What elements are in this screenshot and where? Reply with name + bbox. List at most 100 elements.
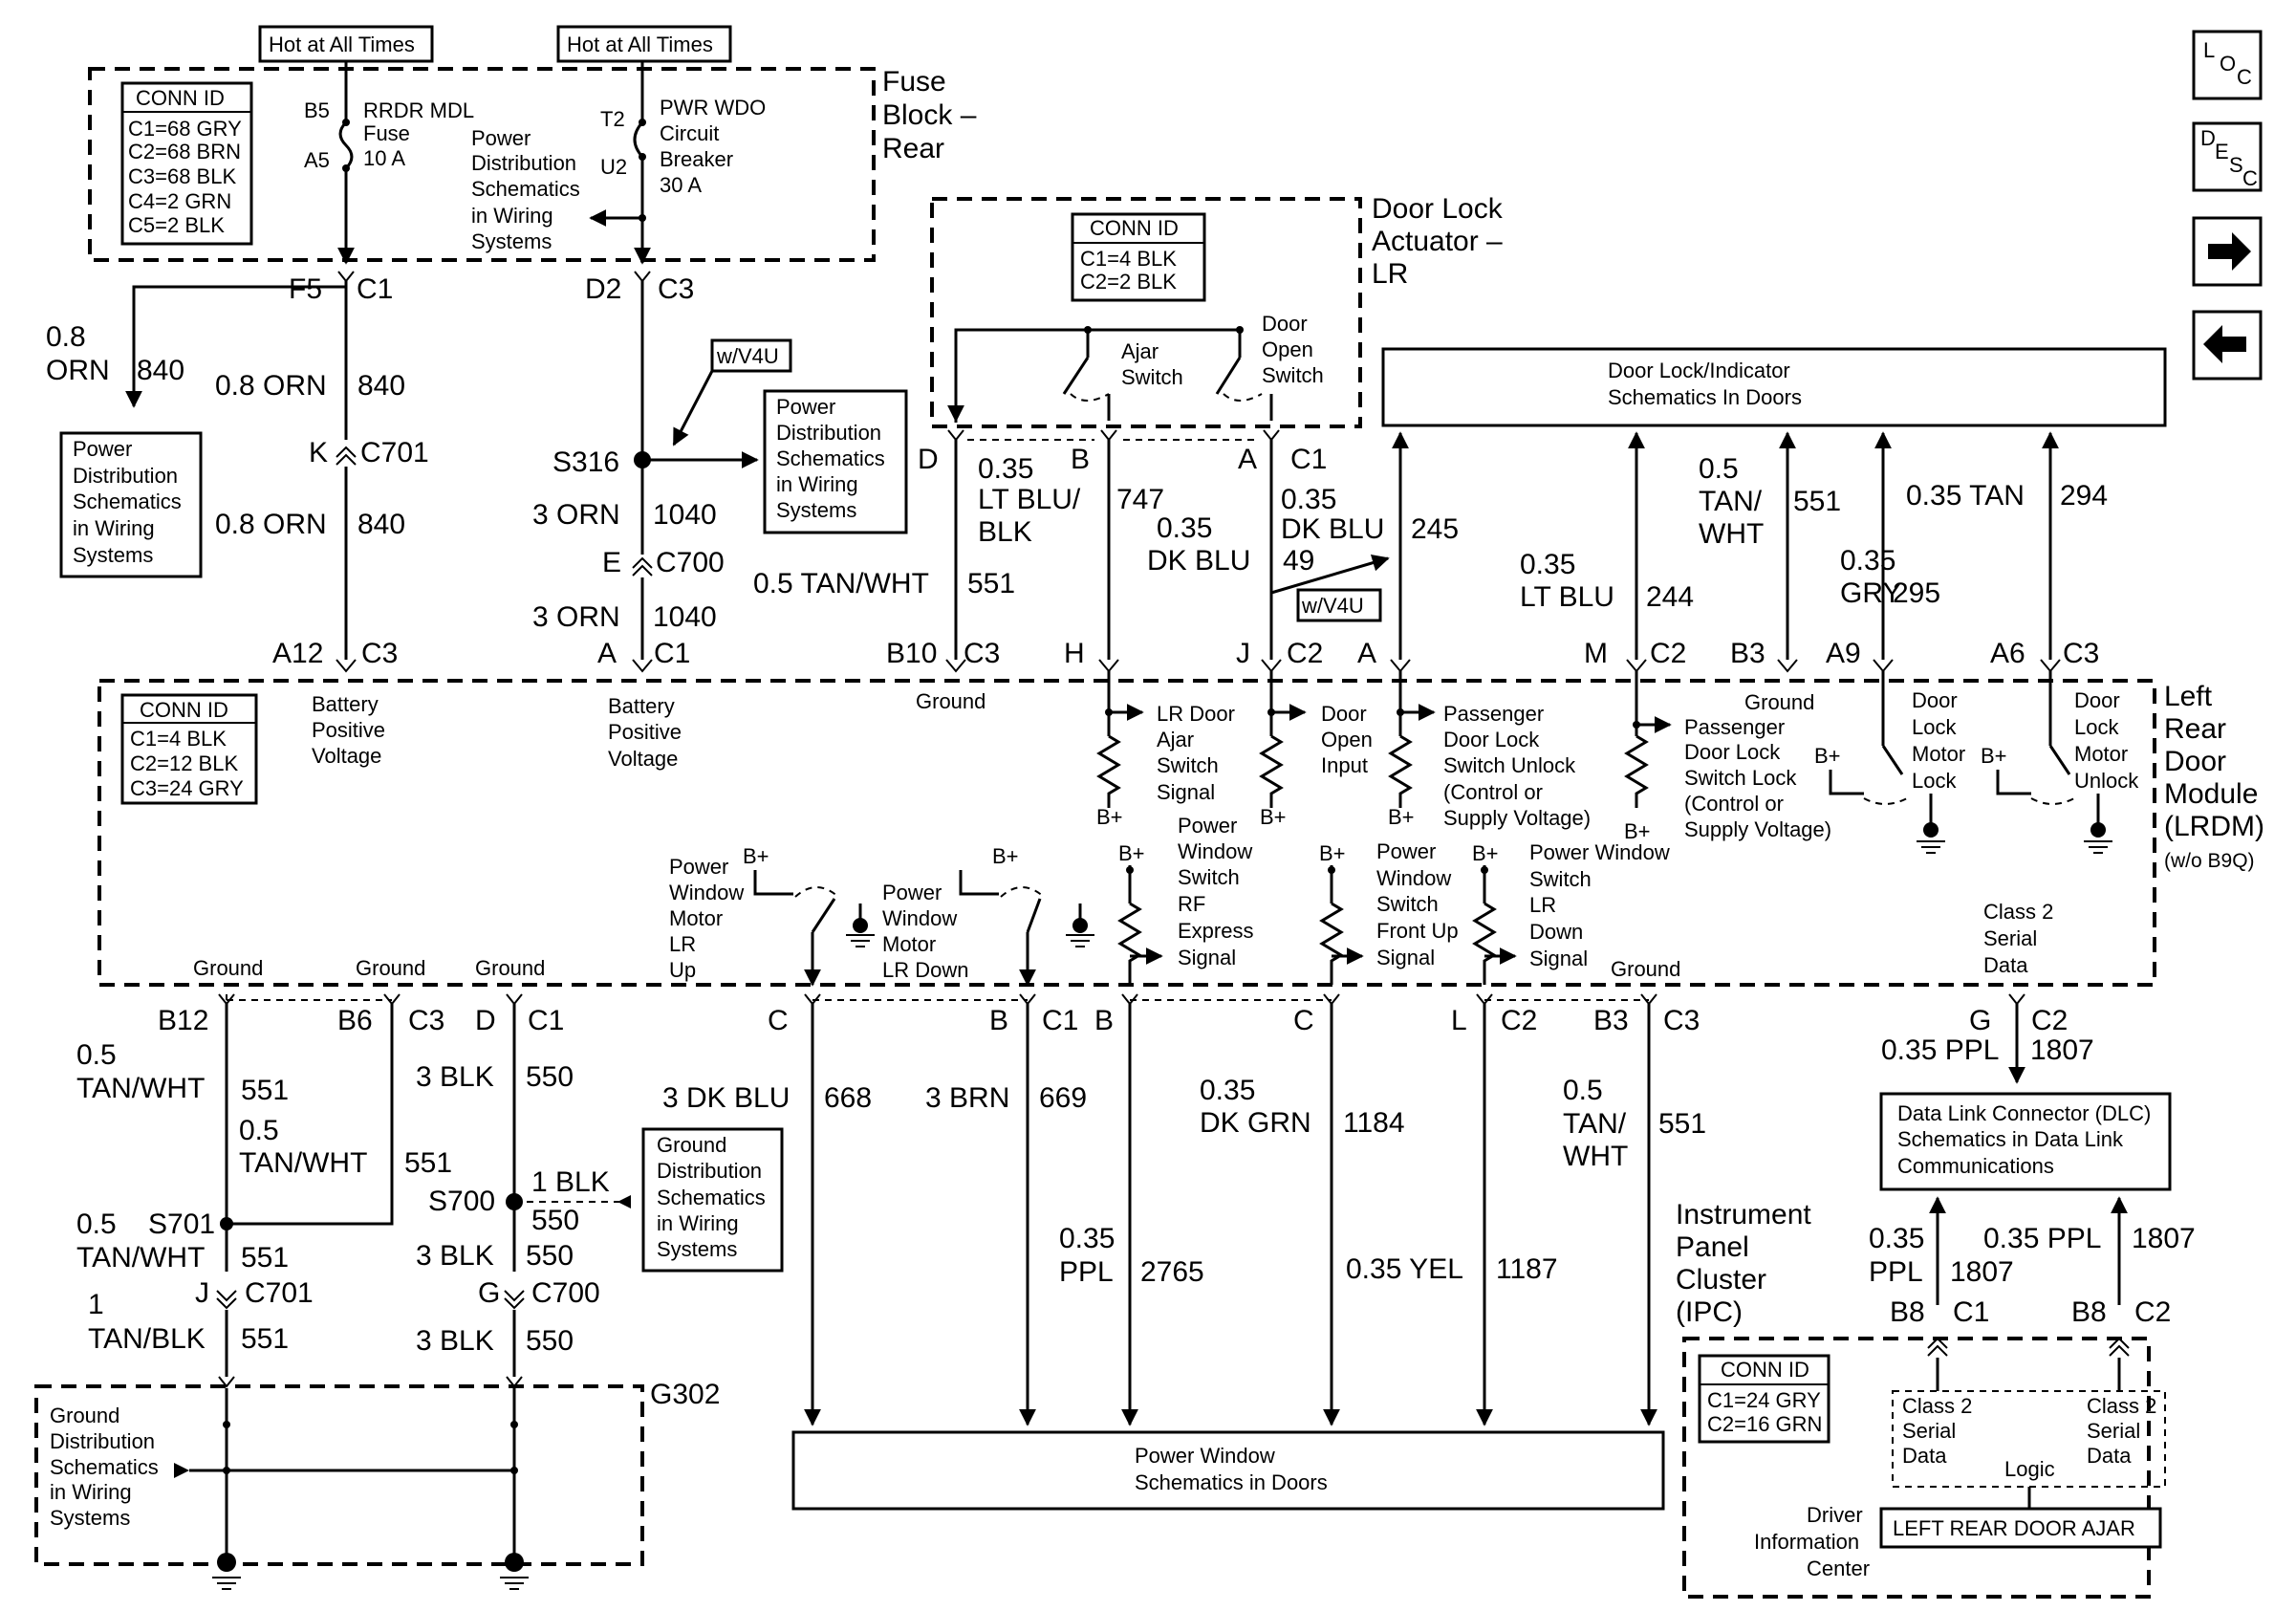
svg-text:0.35: 0.35 [1059, 1223, 1115, 1254]
arrow-right-icon[interactable] [2192, 216, 2263, 287]
svg-text:Power: Power [776, 395, 835, 419]
svg-text:Ajar: Ajar [1157, 728, 1194, 751]
svg-text:551: 551 [967, 568, 1015, 599]
loc-icon[interactable]: L O C [2192, 30, 2263, 100]
svg-text:D: D [2200, 126, 2216, 150]
svg-text:CONN ID: CONN ID [136, 86, 225, 110]
svg-text:G: G [1969, 1005, 1991, 1036]
svg-text:C3=24 GRY: C3=24 GRY [130, 776, 244, 800]
svg-text:Unlock: Unlock [2074, 769, 2139, 793]
svg-text:Ground: Ground [193, 956, 263, 980]
svg-text:C701: C701 [360, 437, 429, 468]
svg-text:Window: Window [669, 881, 744, 904]
svg-text:1 BLK: 1 BLK [531, 1166, 610, 1198]
svg-text:244: 244 [1646, 581, 1694, 613]
svg-text:L: L [1451, 1005, 1467, 1036]
svg-text:Switch: Switch [1529, 867, 1592, 891]
svg-text:245: 245 [1411, 513, 1459, 545]
svg-text:B+: B+ [1814, 744, 1841, 768]
svg-text:Supply Voltage): Supply Voltage) [1684, 817, 1831, 841]
front-up-input [1319, 865, 1364, 985]
svg-text:Information: Information [1754, 1530, 1859, 1554]
svg-text:Data: Data [2087, 1444, 2132, 1468]
svg-text:LT BLU/: LT BLU/ [978, 484, 1081, 515]
svg-text:0.35: 0.35 [1281, 484, 1336, 515]
svg-text:C700: C700 [531, 1277, 600, 1309]
svg-text:C1: C1 [357, 273, 393, 305]
svg-text:LR Down: LR Down [882, 958, 968, 982]
svg-text:Communications: Communications [1897, 1154, 2054, 1178]
svg-text:D: D [475, 1005, 496, 1036]
svg-text:840: 840 [357, 509, 405, 540]
svg-text:Motor: Motor [882, 932, 936, 956]
svg-text:Panel: Panel [1676, 1231, 1749, 1263]
svg-text:Door Lock: Door Lock [1443, 728, 1540, 751]
door-lock-indicator-schematics-box[interactable]: Door Lock/Indicator Schematics In Doors [1381, 347, 2167, 427]
desc-icon[interactable]: D E S C [2192, 121, 2263, 192]
svg-text:Motor: Motor [1912, 742, 1965, 766]
svg-text:30 A: 30 A [660, 173, 702, 197]
svg-text:WHT: WHT [1563, 1141, 1628, 1172]
svg-text:C2=68 BRN: C2=68 BRN [128, 140, 241, 163]
svg-text:Switch: Switch [1262, 363, 1324, 387]
pw-motor-up-relay [753, 870, 875, 987]
svg-text:(Control or: (Control or [1684, 792, 1784, 816]
svg-text:Rear: Rear [2164, 713, 2226, 745]
ipc-logic-block [1892, 1390, 2166, 1488]
svg-text:L: L [2203, 38, 2215, 62]
g302-outline [34, 1384, 644, 1566]
svg-text:T2: T2 [600, 107, 625, 131]
power-window-schematics-box[interactable]: Power Window Schematics in Doors [791, 1430, 1665, 1511]
svg-text:G: G [478, 1277, 500, 1309]
svg-text:M: M [1584, 638, 1608, 669]
svg-text:TAN/WHT: TAN/WHT [239, 1147, 367, 1179]
svg-text:PPL: PPL [1059, 1256, 1114, 1288]
svg-text:3 BLK: 3 BLK [416, 1061, 494, 1093]
svg-text:550: 550 [526, 1240, 574, 1272]
svg-text:B8: B8 [2071, 1296, 2107, 1328]
svg-text:LR Door: LR Door [1157, 702, 1235, 726]
svg-text:0.35: 0.35 [978, 453, 1033, 485]
svg-text:B: B [989, 1005, 1008, 1036]
svg-text:550: 550 [526, 1061, 574, 1093]
svg-text:C2: C2 [2031, 1005, 2068, 1036]
svg-text:in Wiring: in Wiring [776, 472, 858, 496]
svg-text:Logic: Logic [2004, 1457, 2055, 1481]
svg-text:Battery: Battery [608, 694, 675, 718]
svg-text:Systems: Systems [471, 229, 552, 253]
svg-text:0.8 ORN: 0.8 ORN [215, 509, 327, 540]
svg-text:C4=2 GRN: C4=2 GRN [128, 189, 231, 213]
svg-text:0.8 ORN: 0.8 ORN [215, 370, 327, 402]
svg-text:0.35 PPL: 0.35 PPL [1983, 1223, 2101, 1254]
svg-text:C: C [2242, 166, 2258, 190]
svg-text:C2: C2 [2134, 1296, 2171, 1328]
svg-text:RRDR MDL: RRDR MDL [363, 98, 474, 122]
svg-text:Serial: Serial [1983, 926, 2037, 950]
svg-text:A: A [1238, 444, 1257, 475]
svg-text:Door Lock/Indicator: Door Lock/Indicator [1608, 359, 1790, 382]
pw-motor-down-relay [959, 870, 1094, 987]
svg-text:C1: C1 [1042, 1005, 1078, 1036]
svg-text:S701: S701 [148, 1208, 215, 1240]
svg-text:Window: Window [1178, 839, 1252, 863]
svg-text:Systems: Systems [657, 1237, 737, 1261]
svg-text:(LRDM): (LRDM) [2164, 811, 2264, 842]
svg-text:in Wiring: in Wiring [73, 516, 155, 540]
svg-text:C5=2 BLK: C5=2 BLK [128, 213, 225, 237]
svg-text:D: D [918, 444, 939, 475]
svg-text:Ground: Ground [1744, 690, 1814, 714]
svg-text:Open: Open [1321, 728, 1373, 751]
svg-text:Battery: Battery [312, 692, 379, 716]
unlock-input-circuit [1388, 671, 1436, 808]
svg-text:B3: B3 [1730, 638, 1765, 669]
wv4u-label-lower: w/V4U [1296, 588, 1382, 622]
dlc-schematics-box[interactable]: Data Link Connector (DLC) Schematics in … [1879, 1092, 2172, 1191]
svg-text:B+: B+ [1260, 805, 1287, 829]
svg-text:Input: Input [1321, 753, 1368, 777]
svg-text:(w/o B9Q): (w/o B9Q) [2164, 850, 2255, 872]
lrdm-outline [97, 679, 2156, 987]
arrow-left-icon[interactable] [2192, 310, 2263, 381]
svg-text:Ground: Ground [1611, 957, 1680, 981]
svg-text:A: A [597, 638, 617, 669]
svg-text:WHT: WHT [1699, 518, 1764, 550]
